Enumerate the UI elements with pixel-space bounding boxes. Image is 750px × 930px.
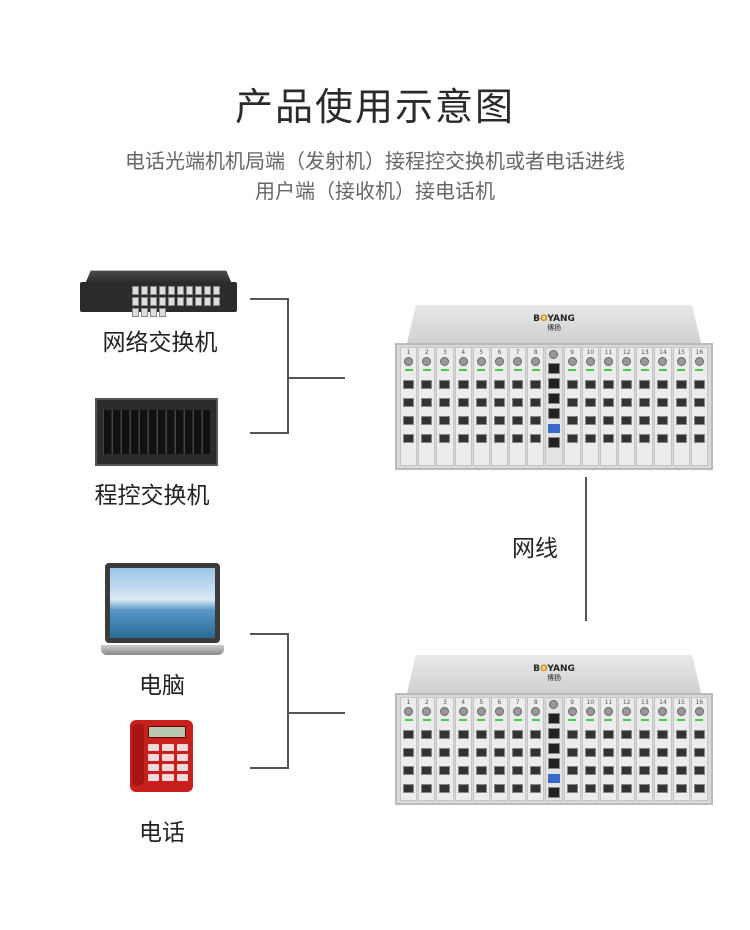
slot-number: 4 bbox=[461, 699, 466, 706]
chassis-slot: 13 bbox=[636, 347, 654, 466]
chassis-slot: 10 bbox=[581, 347, 599, 466]
subtitle-line-1: 电话光端机机局端（发射机）接程控交换机或者电话进线 bbox=[125, 149, 625, 173]
chassis-slot bbox=[545, 347, 563, 466]
slot-number: 2 bbox=[424, 349, 429, 356]
slot-number: 16 bbox=[695, 349, 704, 356]
chassis-slot: 7 bbox=[509, 347, 527, 466]
telephone-label: 电话 bbox=[139, 820, 185, 846]
slot-number: 7 bbox=[515, 349, 520, 356]
network-switch-label: 网络交换机 bbox=[102, 330, 218, 356]
chassis-slot: 13 bbox=[636, 697, 654, 801]
connector-line bbox=[250, 298, 288, 300]
slot-number: 13 bbox=[641, 699, 649, 706]
slot-number: 10 bbox=[586, 699, 595, 706]
chassis-slot: 16 bbox=[690, 697, 708, 801]
slot-number: 9 bbox=[570, 699, 575, 706]
chassis-slot: 8 bbox=[527, 697, 545, 801]
slot-number: 12 bbox=[622, 349, 631, 356]
connector-line bbox=[250, 633, 288, 635]
chassis-slot: 2 bbox=[418, 347, 436, 466]
chassis-slot: 4 bbox=[454, 347, 472, 466]
chassis-slot: 14 bbox=[654, 697, 672, 801]
connector-line bbox=[287, 298, 289, 434]
network-switch-image bbox=[80, 270, 237, 317]
slot-number: 5 bbox=[479, 699, 484, 706]
slot-number: 11 bbox=[604, 349, 613, 356]
chassis-slot: 5 bbox=[472, 697, 490, 801]
chassis-slot: 8 bbox=[527, 347, 545, 466]
connector-line bbox=[287, 633, 289, 769]
chassis-slot: 15 bbox=[672, 347, 690, 466]
slot-number: 15 bbox=[677, 699, 685, 706]
chassis-slot: 3 bbox=[436, 697, 454, 801]
slot-number: 13 bbox=[641, 349, 649, 356]
slot-number: 7 bbox=[515, 699, 520, 706]
slot-number: 3 bbox=[443, 699, 447, 706]
slot-number: 12 bbox=[622, 699, 631, 706]
chassis-slot: 16 bbox=[690, 347, 708, 466]
slot-number: 6 bbox=[497, 699, 502, 706]
chassis-slot: 2 bbox=[418, 697, 436, 801]
chassis-slot: 3 bbox=[436, 347, 454, 466]
slot-number: 6 bbox=[497, 349, 502, 356]
slot-number: 9 bbox=[570, 349, 575, 356]
chassis-slot: 15 bbox=[672, 697, 690, 801]
computer-label: 电脑 bbox=[139, 673, 185, 699]
slot-number: 1 bbox=[406, 349, 411, 356]
chassis-slot: 4 bbox=[454, 697, 472, 801]
chassis-slot: 7 bbox=[509, 697, 527, 801]
connector-line bbox=[250, 767, 288, 769]
slot-number: 15 bbox=[677, 349, 685, 356]
slot-number: 5 bbox=[479, 349, 484, 356]
chassis-slot: 5 bbox=[472, 347, 490, 466]
page-title: 产品使用示意图 bbox=[234, 85, 515, 129]
chassis-slot: 14 bbox=[654, 347, 672, 466]
slot-number: 3 bbox=[443, 349, 447, 356]
chassis-slot: 6 bbox=[490, 697, 509, 801]
chassis-slot: 9 bbox=[563, 697, 581, 801]
chassis-slot: 9 bbox=[563, 347, 581, 466]
chassis-slot: 12 bbox=[618, 697, 636, 801]
subtitle-line-2: 用户端（接收机）接电话机 bbox=[255, 179, 495, 203]
chassis-slot bbox=[545, 697, 563, 801]
connector-line bbox=[287, 377, 345, 379]
slot-number: 10 bbox=[586, 349, 595, 356]
telephone-image bbox=[130, 720, 193, 792]
pbx-label: 程控交换机 bbox=[94, 483, 210, 509]
slot-number: 1 bbox=[406, 699, 411, 706]
chassis-slot: 10 bbox=[581, 697, 599, 801]
slot-number: 2 bbox=[424, 699, 429, 706]
chassis-slot: 11 bbox=[599, 347, 618, 466]
connector-line bbox=[250, 432, 288, 434]
slot-number: 4 bbox=[461, 349, 466, 356]
cable-label: 网线 bbox=[512, 536, 558, 562]
chassis-slot: 12 bbox=[618, 347, 636, 466]
slot-number: 11 bbox=[604, 699, 613, 706]
slot-number: 14 bbox=[659, 699, 667, 706]
slot-number: 8 bbox=[533, 349, 538, 356]
connector-line bbox=[287, 712, 345, 714]
slot-number: 16 bbox=[695, 699, 704, 706]
network-cable-line bbox=[585, 477, 587, 621]
chassis-slot: 11 bbox=[599, 697, 618, 801]
laptop-image bbox=[101, 563, 224, 655]
slot-number: 14 bbox=[659, 349, 667, 356]
slot-number: 8 bbox=[533, 699, 538, 706]
chassis-slot: 6 bbox=[490, 347, 509, 466]
chassis-slot: 1 bbox=[400, 347, 418, 466]
chassis-slot: 1 bbox=[400, 697, 418, 801]
pbx-image bbox=[95, 398, 218, 466]
